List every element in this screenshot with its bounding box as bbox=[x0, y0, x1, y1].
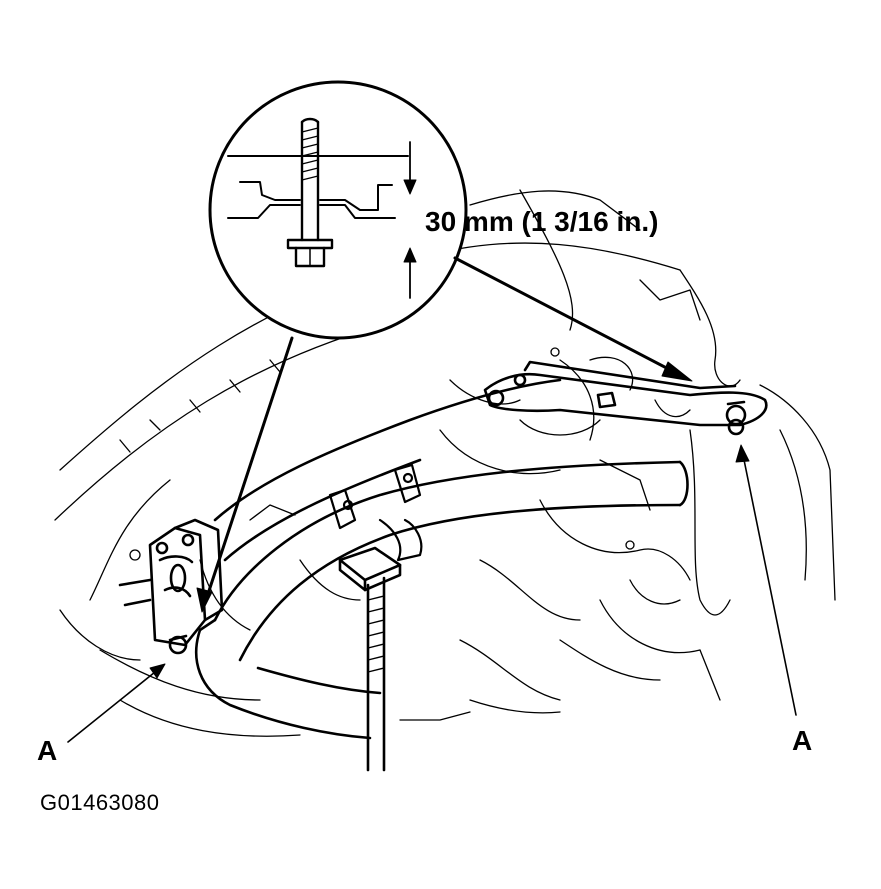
callout-a-right: A bbox=[792, 725, 813, 756]
tube-brackets bbox=[328, 463, 423, 562]
leader-lines bbox=[196, 256, 693, 613]
callout-arrows bbox=[67, 444, 797, 743]
subframe-tube bbox=[195, 378, 689, 740]
figure-id: G01463080 bbox=[40, 790, 160, 815]
vertical-rod bbox=[338, 546, 402, 772]
detail-inset bbox=[208, 80, 468, 340]
callout-a-left: A bbox=[37, 735, 58, 766]
right-control-arm bbox=[483, 360, 768, 436]
vehicle-body-background bbox=[54, 189, 836, 737]
dimension-label: 30 mm (1 3/16 in.) bbox=[425, 206, 659, 237]
left-mount-bracket bbox=[118, 518, 224, 655]
